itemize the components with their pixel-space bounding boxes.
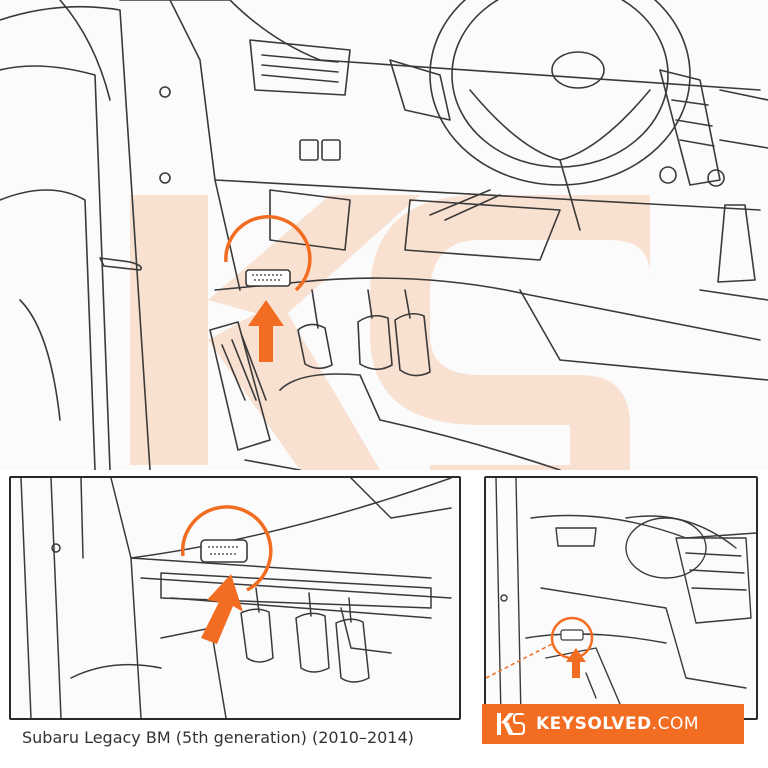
- obd-connector-icon: [560, 629, 584, 641]
- arrow-up-icon: [566, 648, 586, 678]
- car-interior-drawing: [0, 0, 768, 470]
- main-illustration: [0, 0, 768, 470]
- ks-watermark: [130, 195, 650, 470]
- brand-name: KEYSOLVED: [536, 714, 652, 734]
- obd-connector-icon: [245, 269, 291, 287]
- obd-port-closeup-inset: [9, 476, 461, 720]
- brand-tld: .COM: [651, 714, 699, 734]
- obd-callout-overview: [486, 616, 594, 679]
- vehicle-caption: Subaru Legacy BM (5th generation) (2010–…: [22, 728, 414, 747]
- keysolved-logo-icon: [497, 713, 525, 735]
- arrow-up-icon: [201, 574, 243, 644]
- obd-connector-icon: [200, 539, 248, 563]
- obd-callout-closeup: [180, 505, 273, 644]
- dashboard-overview-inset: [484, 476, 758, 720]
- brand-bar: KEYSOLVED .COM: [482, 704, 744, 744]
- arrow-up-icon: [248, 300, 284, 362]
- obd-callout-main: [224, 215, 312, 362]
- overview-drawing: [486, 478, 756, 718]
- closeup-drawing: [20, 478, 452, 718]
